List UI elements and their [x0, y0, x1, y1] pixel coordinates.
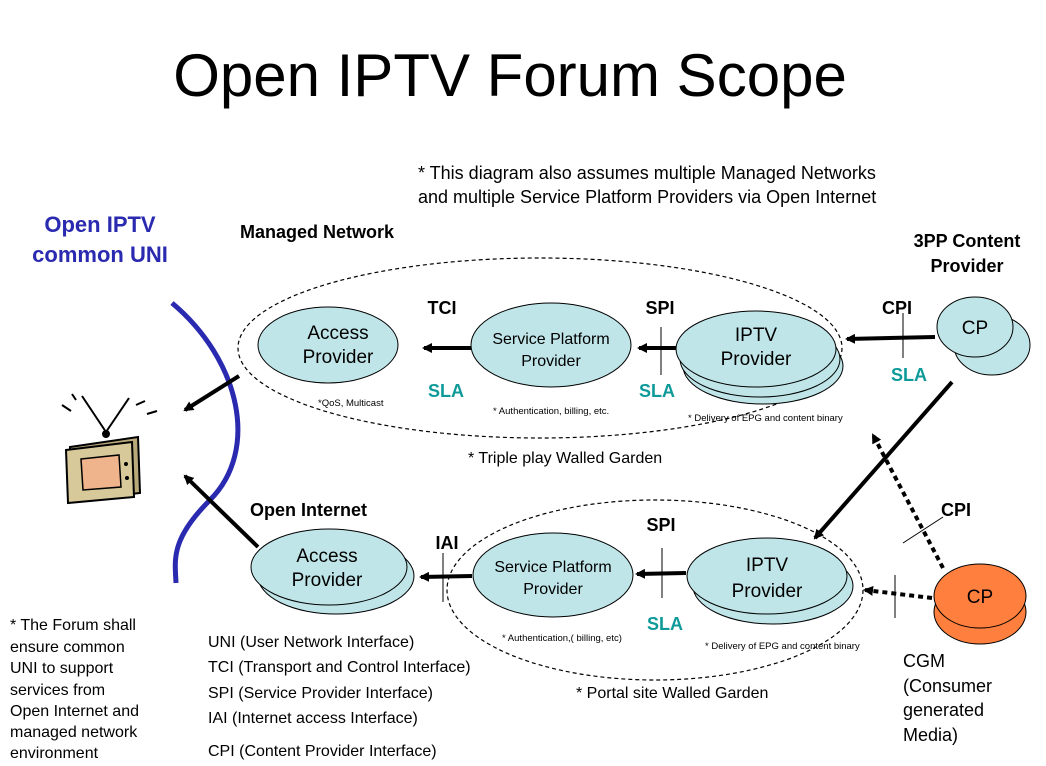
- arrow-cp-bottom-to-iptv-bottom: [863, 585, 933, 600]
- spp-bottom-label-1: Service Platform: [494, 559, 611, 576]
- page-title: Open IPTV Forum Scope: [173, 42, 847, 109]
- tci-label: TCI: [428, 298, 457, 318]
- forum-note-line: environment: [10, 745, 99, 762]
- iptv-bottom-label-2: Provider: [732, 581, 803, 602]
- spi-bottom-label: SPI: [646, 515, 675, 535]
- spp-top-label-1: Service Platform: [492, 331, 609, 348]
- spp-bottom-label-2: Provider: [523, 581, 583, 598]
- assumption-note-line-1: * This diagram also assumes multiple Man…: [418, 163, 876, 183]
- portal-walled-garden: [446, 499, 864, 681]
- uni-label-line-2: common UNI: [32, 242, 168, 267]
- cpi-bottom-tick: [902, 516, 944, 544]
- cpi-bottom-label: CPI: [941, 500, 971, 520]
- auth-top-note: * Authentication, billing, etc.: [493, 406, 609, 417]
- access-provider-bottom-node: [250, 528, 408, 606]
- arrow-cp-bottom-to-managed: [871, 433, 945, 569]
- forum-note-line: ensure common: [10, 639, 125, 656]
- auth-bottom-note: * Authentication,( billing, etc): [502, 633, 622, 644]
- cgm-label-line: (Consumer: [903, 676, 992, 696]
- uni-boundary-curve: [170, 301, 241, 584]
- forum-note: * The Forum shall ensure common UNI to s…: [10, 617, 139, 762]
- spp-top-node: [470, 302, 632, 388]
- access-provider-top-node: [257, 306, 399, 384]
- cgm-label-line: Media): [903, 725, 958, 745]
- qos-note: *QoS, Multicast: [318, 398, 384, 409]
- arrow-access-top-to-tv: [183, 374, 241, 412]
- spp-bottom-node: [472, 532, 634, 618]
- assumption-note-line-2: and multiple Service Platform Providers …: [418, 187, 876, 207]
- epg-bottom-note: * Delivery of EPG and content binary: [705, 641, 860, 652]
- forum-note-line: managed network: [10, 724, 138, 741]
- arrow-spp-to-access-bottom: [419, 571, 473, 582]
- legend-item: CPI (Content Provider Interface): [208, 743, 437, 760]
- access-provider-top-label-1: Access: [307, 323, 368, 344]
- legend-item: IAI (Internet access Interface): [208, 710, 418, 727]
- access-provider-bottom-label-2: Provider: [292, 570, 363, 591]
- sla-spi-bottom-label: SLA: [647, 614, 683, 634]
- cgm-label: CGM (Consumer generated Media): [903, 651, 992, 745]
- forum-note-line: * The Forum shall: [10, 617, 136, 634]
- legend-item: UNI (User Network Interface): [208, 634, 414, 651]
- open-internet-heading: Open Internet: [250, 500, 367, 520]
- triple-play-garden-label: * Triple play Walled Garden: [468, 450, 662, 467]
- sla-cpi-top-label: SLA: [891, 365, 927, 385]
- cgm-label-line: CGM: [903, 651, 945, 671]
- iptv-top-label-1: IPTV: [735, 325, 778, 346]
- iptv-bottom-node: [686, 537, 848, 615]
- cp-top-label: CP: [962, 318, 988, 339]
- sla-spi-top-label: SLA: [639, 381, 675, 401]
- iptv-top-label-2: Provider: [721, 349, 792, 370]
- access-provider-bottom-label-1: Access: [296, 546, 357, 567]
- interface-legend: UNI (User Network Interface) TCI (Transp…: [208, 634, 471, 760]
- forum-note-line: services from: [10, 682, 105, 699]
- arrow-access-bottom-to-tv: [183, 474, 260, 549]
- spi-top-label: SPI: [645, 298, 674, 318]
- forum-note-line: UNI to support: [10, 660, 114, 677]
- third-party-heading-line-2: Provider: [930, 256, 1003, 276]
- epg-top-note: * Delivery of EPG and content binary: [688, 413, 843, 424]
- access-provider-top-label-2: Provider: [303, 347, 374, 368]
- sla-tci-label: SLA: [428, 381, 464, 401]
- cgm-label-line: generated: [903, 700, 984, 720]
- arrow-cp-top-to-iptv-bottom: [813, 380, 954, 540]
- third-party-heading-line-1: 3PP Content: [914, 231, 1021, 251]
- legend-item: SPI (Service Provider Interface): [208, 685, 433, 702]
- portal-garden-label: * Portal site Walled Garden: [576, 685, 768, 702]
- cp-top-node: [936, 296, 1014, 358]
- legend-item: TCI (Transport and Control Interface): [208, 659, 471, 676]
- forum-note-line: Open Internet and: [10, 703, 139, 720]
- iptv-bottom-label-1: IPTV: [746, 555, 789, 576]
- cp-bottom-label: CP: [967, 587, 993, 608]
- cp-bottom-node: [933, 563, 1027, 629]
- spp-top-label-2: Provider: [521, 353, 581, 370]
- managed-network-heading: Managed Network: [240, 222, 395, 242]
- cpi-top-label: CPI: [882, 298, 912, 318]
- managed-network-walled-garden: [237, 257, 843, 439]
- arrow-cp-to-iptv-top: [845, 333, 936, 344]
- uni-label-line-1: Open IPTV: [44, 212, 156, 237]
- tv-icon: [61, 393, 158, 505]
- iai-label: IAI: [435, 533, 458, 553]
